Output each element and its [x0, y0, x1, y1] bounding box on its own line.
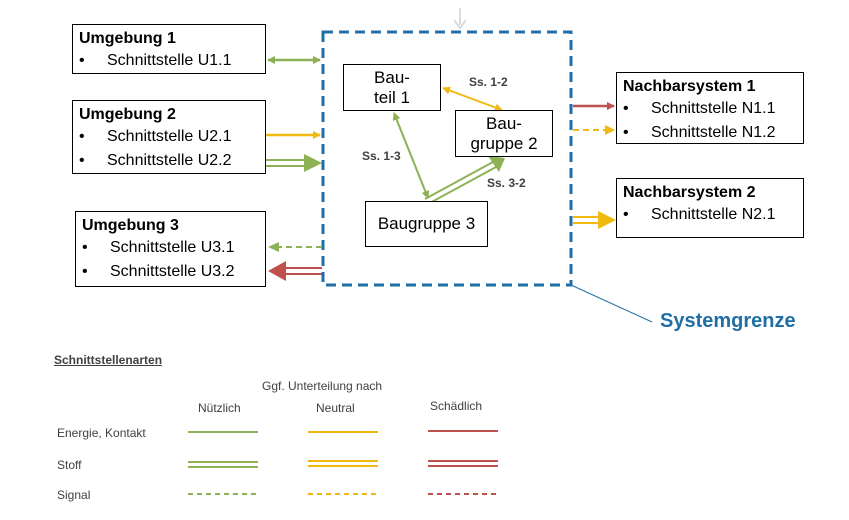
- legend-column-useful: Nützlich: [198, 401, 241, 415]
- interface-item: •Schnittstelle U3.1: [82, 239, 235, 256]
- environment-title: Umgebung 2: [79, 106, 176, 123]
- system-boundary: [321, 30, 573, 287]
- interface-label-ss-3-2: Ss. 3-2: [487, 176, 526, 190]
- arrow-ss-3-2: [424, 156, 505, 205]
- component-baugruppe-3: Baugruppe 3: [365, 201, 488, 247]
- interface-label-ss-1-2: Ss. 1-2: [469, 75, 508, 89]
- interface-item: •Schnittstelle N1.1: [623, 100, 776, 117]
- neighbor-box-2: Nachbarsystem 2 •Schnittstelle N2.1: [616, 178, 804, 238]
- arrow-ss-1-3: [392, 112, 430, 199]
- faint-top-arrow: [453, 8, 467, 30]
- system-boundary-label: Systemgrenze: [660, 310, 796, 332]
- arrow-ss-1-2: [442, 86, 503, 112]
- legend-subtitle: Ggf. Unterteilung nach: [262, 379, 383, 393]
- legend-row-signal: Signal: [57, 488, 91, 502]
- legend-lines: [188, 430, 498, 495]
- neighbor-title: Nachbarsystem 1: [623, 78, 756, 95]
- interface-item: •Schnittstelle U1.1: [79, 52, 232, 69]
- interface-item: •Schnittstelle U3.2: [82, 263, 235, 280]
- interface-item: •Schnittstelle N1.2: [623, 124, 776, 141]
- component-bauteil-1: Bau- teil 1: [343, 64, 441, 111]
- environment-box-3: Umgebung 3 •Schnittstelle U3.1 •Schnitts…: [75, 211, 266, 287]
- legend-row-energy: Energie, Kontakt: [57, 426, 146, 440]
- neighbor-title: Nachbarsystem 2: [623, 184, 756, 201]
- environment-title: Umgebung 1: [79, 30, 176, 47]
- legend-row-substance: Stoff: [57, 458, 82, 472]
- component-baugruppe-2: Bau- gruppe 2: [455, 110, 553, 157]
- interface-item: •Schnittstelle U2.2: [79, 152, 232, 169]
- environment-box-2: Umgebung 2 •Schnittstelle U2.1 •Schnitts…: [72, 100, 266, 174]
- arrow-u2-2: [266, 154, 322, 172]
- legend-title: Schnittstellenarten: [54, 353, 163, 367]
- interface-item: •Schnittstelle N2.1: [623, 206, 776, 223]
- arrow-n2-1: [573, 211, 616, 229]
- environment-box-1: Umgebung 1 •Schnittstelle U1.1: [72, 24, 266, 74]
- neighbor-box-1: Nachbarsystem 1 •Schnittstelle N1.1 •Sch…: [616, 72, 804, 144]
- arrow-u3-1: [268, 242, 322, 252]
- legend-column-harmful: Schädlich: [430, 399, 483, 413]
- legend-column-neutral: Neutral: [316, 401, 355, 415]
- system-boundary-pointer: [570, 284, 653, 323]
- environment-title: Umgebung 3: [82, 217, 179, 234]
- arrow-n1-2: [573, 125, 615, 135]
- interface-item: •Schnittstelle U2.1: [79, 128, 232, 145]
- arrow-u3-2: [268, 261, 322, 281]
- interface-label-ss-1-3: Ss. 1-3: [362, 149, 401, 163]
